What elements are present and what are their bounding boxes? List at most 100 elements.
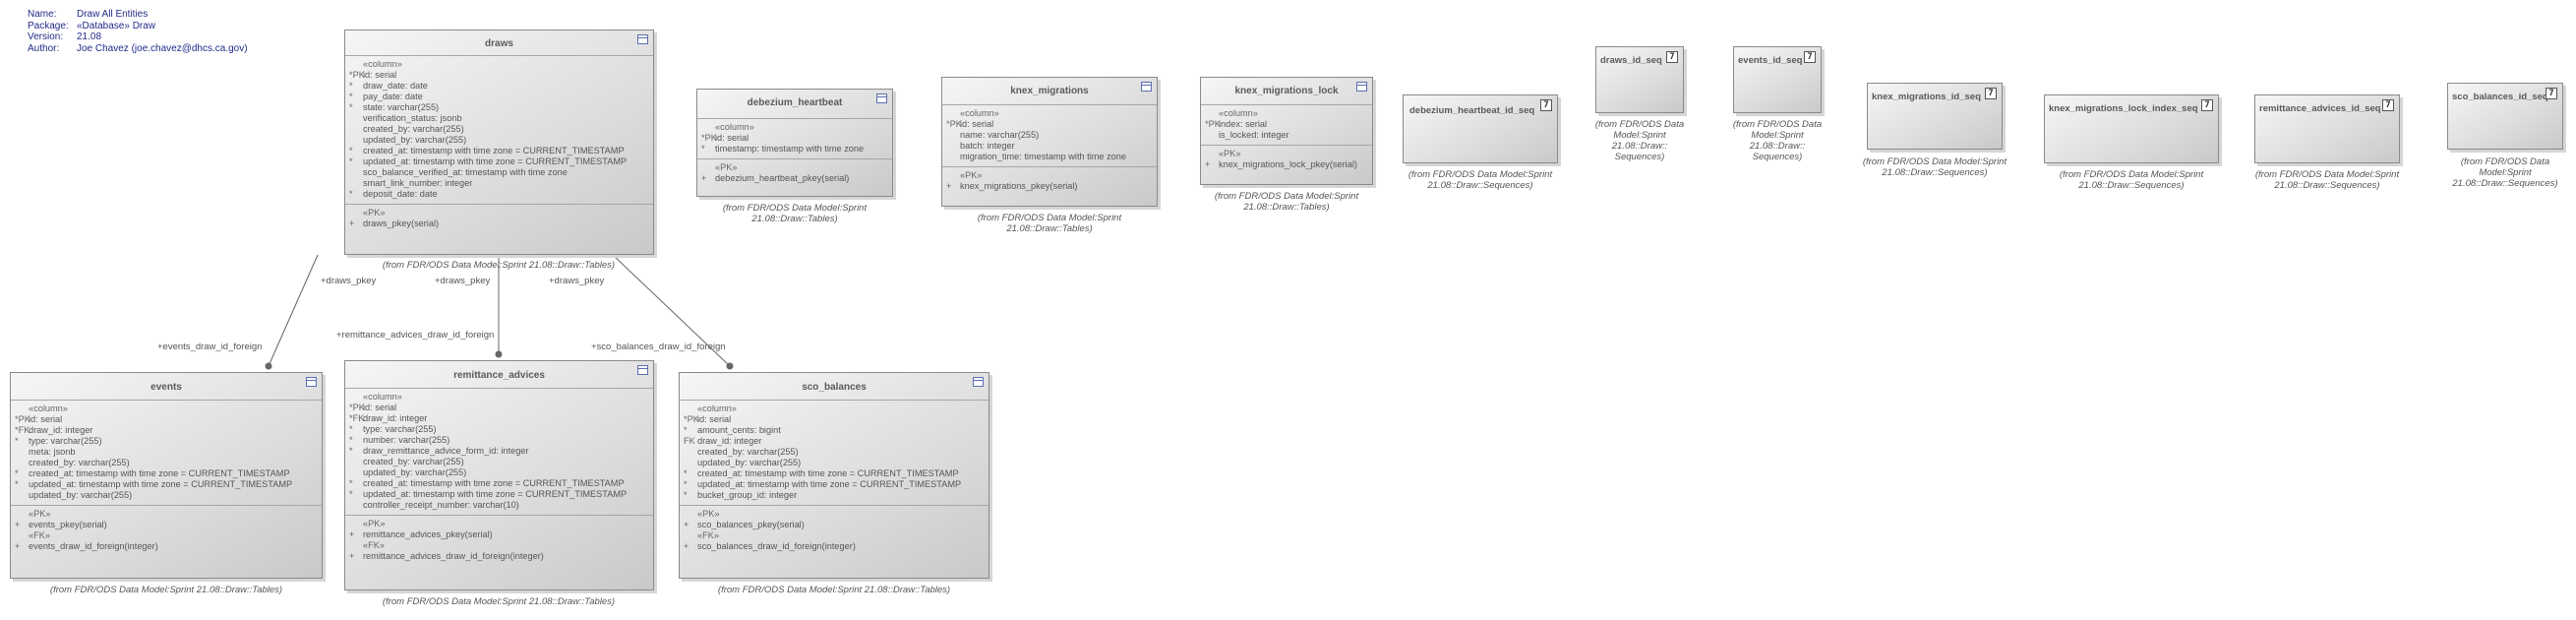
column-text: created_at: timestamp with time zone = C…: [29, 468, 290, 478]
sequence-debezium-heartbeat-id-seq[interactable]: 7 debezium_heartbeat_id_seq: [1403, 94, 1558, 163]
column-row[interactable]: smart_link_number: integer: [349, 178, 653, 189]
key-row[interactable]: +remittance_advices_pkey(serial): [349, 529, 653, 540]
column-marker: FK: [684, 436, 695, 446]
column-row[interactable]: *updated_at: timestamp with time zone = …: [349, 489, 653, 500]
key-text: remittance_advices_pkey(serial): [363, 529, 493, 539]
column-row[interactable]: created_by: varchar(255): [15, 458, 322, 468]
sequence-draws-id-seq[interactable]: 7 draws_id_seq: [1595, 46, 1684, 113]
column-row[interactable]: meta: jsonb: [15, 447, 322, 458]
column-row[interactable]: *number: varchar(255): [349, 435, 653, 446]
column-row[interactable]: created_by: varchar(255): [349, 457, 653, 467]
column-row[interactable]: *state: varchar(255): [349, 102, 653, 113]
relation-line-sco[interactable]: [612, 254, 731, 367]
column-row[interactable]: batch: integer: [946, 141, 1157, 152]
key-row[interactable]: +knex_migrations_lock_pkey(serial): [1205, 159, 1372, 170]
column-text: updated_at: timestamp with time zone = C…: [29, 479, 293, 489]
column-row[interactable]: created_by: varchar(255): [349, 124, 653, 135]
column-row[interactable]: updated_by: varchar(255): [15, 490, 322, 501]
key-row[interactable]: +events_draw_id_foreign(integer): [15, 541, 322, 552]
column-marker: [349, 457, 363, 467]
column-marker: *: [349, 435, 353, 445]
column-row[interactable]: *timestamp: timestamp with time zone: [701, 144, 892, 155]
key-marker: +: [349, 218, 355, 228]
column-row[interactable]: migration_time: timestamp with time zone: [946, 152, 1157, 162]
relation-line-events[interactable]: [268, 254, 319, 367]
relation-target-label: +events_draw_id_foreign: [157, 341, 263, 352]
column-row[interactable]: *created_at: timestamp with time zone = …: [684, 468, 988, 479]
sequence-sco-balances-id-seq[interactable]: 7 sco_balances_id_seq: [2447, 83, 2563, 150]
column-row[interactable]: *updated_at: timestamp with time zone = …: [349, 156, 653, 167]
column-row[interactable]: created_by: varchar(255): [684, 447, 988, 458]
column-row[interactable]: sco_balance_verified_at: timestamp with …: [349, 167, 653, 178]
meta-value: Draw All Entities: [77, 9, 149, 20]
column-row[interactable]: verification_status: jsonb: [349, 113, 653, 124]
key-row[interactable]: +sco_balances_draw_id_foreign(integer): [684, 541, 988, 552]
column-row[interactable]: *bucket_group_id: integer: [684, 490, 988, 501]
column-row[interactable]: controller_receipt_number: varchar(10): [349, 500, 653, 511]
key-row[interactable]: +sco_balances_pkey(serial): [684, 520, 988, 530]
sequence-title: knex_migrations_lock_index_seq: [2049, 103, 2198, 114]
sequence-icon: 7: [1804, 51, 1816, 63]
key-marker: +: [684, 520, 689, 529]
column-row[interactable]: updated_by: varchar(255): [349, 467, 653, 478]
meta-value: 21.08: [77, 31, 102, 42]
entity-title: events: [150, 382, 182, 393]
column-row[interactable]: *amount_cents: bigint: [684, 425, 988, 436]
column-row[interactable]: *draw_remittance_advice_form_id: integer: [349, 446, 653, 457]
column-marker: *FK: [15, 425, 30, 435]
column-row[interactable]: *draw_date: date: [349, 81, 653, 92]
column-row[interactable]: updated_by: varchar(255): [349, 135, 653, 146]
relation-end-sco: [726, 362, 734, 370]
sequence-knex-migrations-id-seq[interactable]: 7 knex_migrations_id_seq: [1867, 83, 2003, 150]
column-marker: *PK: [946, 119, 962, 129]
key-row[interactable]: +debezium_heartbeat_pkey(serial): [701, 173, 892, 184]
key-row[interactable]: +remittance_advices_draw_id_foreign(inte…: [349, 551, 653, 562]
sequence-caption: (from FDR/ODS Data Model:Sprint 21.08::D…: [1732, 119, 1823, 162]
relation-end-remittance: [495, 350, 503, 358]
key-row[interactable]: +events_pkey(serial): [15, 520, 322, 530]
key-row[interactable]: +knex_migrations_pkey(serial): [946, 181, 1157, 192]
column-row[interactable]: *updated_at: timestamp with time zone = …: [684, 479, 988, 490]
column-marker: *: [15, 436, 19, 446]
key-row[interactable]: +draws_pkey(serial): [349, 218, 653, 229]
column-row[interactable]: is_locked: integer: [1205, 130, 1372, 141]
column-row[interactable]: *type: varchar(255): [349, 424, 653, 435]
column-row[interactable]: *pay_date: date: [349, 92, 653, 102]
column-row[interactable]: *created_at: timestamp with time zone = …: [349, 478, 653, 489]
column-marker: *PK: [15, 414, 30, 424]
sequence-knex-migrations-lock-index-seq[interactable]: 7 knex_migrations_lock_index_seq: [2044, 94, 2219, 163]
column-row[interactable]: *created_at: timestamp with time zone = …: [15, 468, 322, 479]
column-row[interactable]: name: varchar(255): [946, 130, 1157, 141]
column-row[interactable]: *updated_at: timestamp with time zone = …: [15, 479, 322, 490]
column-row[interactable]: updated_by: varchar(255): [684, 458, 988, 468]
entity-caption: (from FDR/ODS Data Model:Sprint 21.08::D…: [49, 585, 283, 595]
column-marker: *: [349, 446, 353, 456]
column-row[interactable]: *created_at: timestamp with time zone = …: [349, 146, 653, 156]
sequence-title: knex_migrations_id_seq: [1872, 92, 1981, 102]
column-text: created_at: timestamp with time zone = C…: [363, 478, 625, 488]
column-row[interactable]: *deposit_date: date: [349, 189, 653, 200]
sequence-events-id-seq[interactable]: 7 events_id_seq: [1733, 46, 1822, 113]
meta-key: Package:: [28, 20, 69, 31]
meta-row: Author:Joe Chavez (joe.chavez@dhcs.ca.go…: [28, 43, 248, 55]
column-row[interactable]: *type: varchar(255): [15, 436, 322, 447]
sequence-remittance-advices-id-seq[interactable]: 7 remittance_advices_id_seq: [2254, 94, 2400, 163]
